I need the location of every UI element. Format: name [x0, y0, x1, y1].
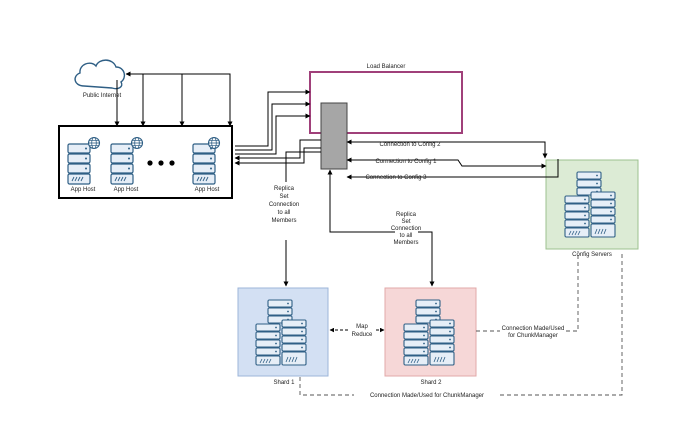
svg-text:Replica: Replica: [274, 186, 295, 192]
svg-text:Map: Map: [356, 324, 368, 330]
public-internet-label: Public Internet: [83, 93, 122, 99]
shard-2-label: Shard 2: [420, 380, 442, 386]
svg-text:Connection Made/Used: Connection Made/Used: [502, 326, 565, 332]
svg-text:Set: Set: [279, 194, 288, 200]
svg-text:for ChunkManager: for ChunkManager: [508, 333, 558, 339]
app-host-3-label: App Host: [195, 187, 220, 193]
replica-set-connector-shard-1: [283, 151, 321, 287]
connection-to-config-2-label: Connection to Config 2: [379, 142, 441, 148]
public-internet-cloud-icon: [74, 59, 126, 90]
svg-text:to all: to all: [400, 233, 413, 239]
map-reduce-label: Map Reduce: [352, 324, 373, 338]
replica-set-label-left: Replica Set Connection to all Members: [269, 186, 299, 224]
ellipsis-dots-icon: [147, 160, 175, 166]
chunk-manager-connectors: [299, 251, 623, 396]
connection-to-config-3-label: Connection to Config 3: [365, 175, 427, 181]
svg-text:Connection: Connection: [269, 202, 299, 208]
app-host-2-label: App Host: [114, 187, 139, 193]
svg-text:Set: Set: [401, 219, 410, 225]
chunk-manager-bottom-label: Connection Made/Used for ChunkManager: [370, 393, 484, 399]
router-to-app-hosts-connectors: [234, 139, 321, 166]
svg-text:Members: Members: [393, 240, 418, 246]
load-balancer-label: Load Balancer: [367, 64, 406, 70]
replica-set-label-right: Replica Set Connection to all Members: [391, 212, 421, 246]
router-node: [320, 102, 348, 170]
config-connections: [346, 139, 559, 180]
app-hosts-to-load-balancer-connectors: [235, 89, 311, 155]
shard-1-label: Shard 1: [273, 380, 295, 386]
internet-to-app-hosts-connectors: [114, 71, 233, 127]
chunk-manager-side-label: Connection Made/Used for ChunkManager: [502, 326, 565, 339]
svg-text:Members: Members: [271, 218, 296, 224]
app-host-3-server-icon: [192, 136, 221, 185]
svg-text:Connection: Connection: [391, 226, 421, 232]
svg-text:to all: to all: [278, 210, 291, 216]
svg-text:Replica: Replica: [396, 212, 417, 218]
connection-to-config-1-label: Connection to Config 1: [375, 159, 437, 165]
config-servers-label: Config Servers: [572, 252, 612, 258]
replica-set-connector-shard-2: [327, 169, 435, 287]
svg-text:Reduce: Reduce: [352, 332, 373, 338]
app-host-1-label: App Host: [71, 187, 96, 193]
